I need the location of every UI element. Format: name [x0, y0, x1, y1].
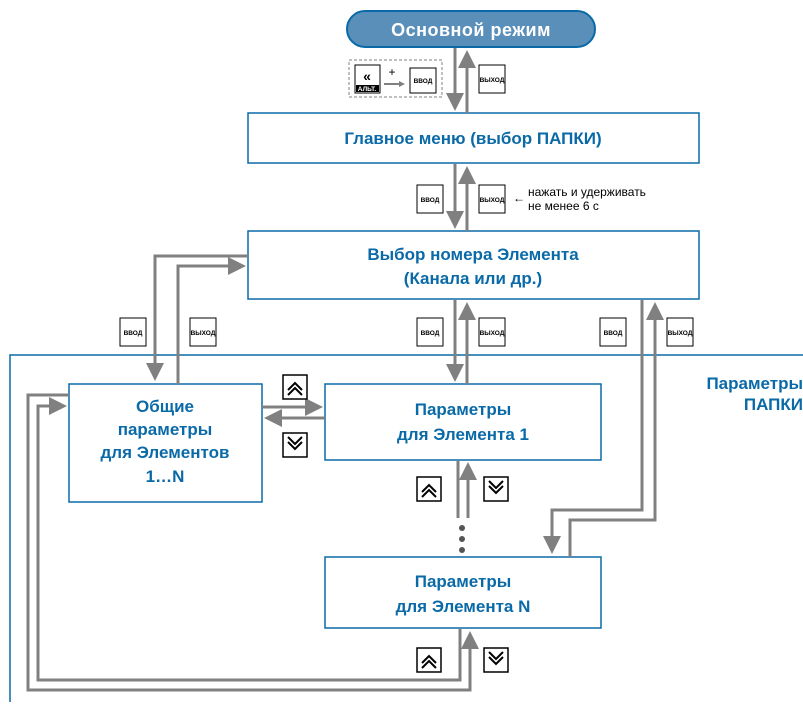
- up-button-element[interactable]: [416, 476, 442, 502]
- exit-button-left[interactable]: ВЫХОД: [189, 317, 217, 347]
- exit-label-mid: ВЫХОД: [480, 197, 505, 204]
- folder-label-line2: ПАПКИ: [744, 395, 803, 414]
- common-params-label-4: 1…N: [146, 467, 185, 486]
- exit-button-mid[interactable]: ВЫХОД: [478, 184, 506, 214]
- enter-label-right: ВВОД: [604, 330, 623, 337]
- alt-enter-combo: « АЛЬТ. + ВВОД: [348, 59, 443, 98]
- enter-button-center[interactable]: ВВОД: [416, 317, 444, 347]
- double-chevron-down-icon: [488, 651, 504, 666]
- select-element-label-1: Выбор номера Элемента: [367, 245, 579, 264]
- combo-enter-label: ВВОД: [414, 78, 433, 85]
- common-params-box[interactable]: Общие параметры для Элементов 1…N: [68, 383, 263, 503]
- enter-label-center: ВВОД: [421, 330, 440, 337]
- exit-button-right[interactable]: ВЫХОД: [666, 317, 694, 347]
- select-element-box[interactable]: Выбор номера Элемента (Канала или др.): [247, 230, 700, 300]
- main-mode-label: Основной режим: [391, 20, 551, 40]
- exit-button-top[interactable]: ВЫХОД: [478, 64, 506, 94]
- alt-label: АЛЬТ.: [358, 86, 377, 93]
- enter-button-left[interactable]: ВВОД: [119, 317, 147, 347]
- folder-label-line1: Параметры: [706, 374, 803, 393]
- enter-label-mid: ВВОД: [421, 197, 440, 204]
- double-chevron-left-icon: «: [363, 68, 371, 84]
- double-chevron-up-icon: [287, 381, 303, 396]
- down-button-common[interactable]: [282, 432, 308, 458]
- plus-sign: +: [388, 65, 395, 79]
- connector-arrows: [26, 48, 664, 692]
- double-chevron-up-icon: [421, 483, 437, 498]
- element1-params-box[interactable]: Параметры для Элемента 1: [324, 383, 602, 461]
- double-chevron-up-icon: [421, 654, 437, 669]
- alt-button[interactable]: « АЛЬТ.: [354, 64, 381, 94]
- common-params-label-1: Общие: [136, 397, 194, 416]
- enter-button-mid[interactable]: ВВОД: [416, 184, 444, 214]
- main-mode-pill[interactable]: Основной режим: [346, 10, 596, 48]
- elementN-label-1: Параметры: [415, 572, 512, 591]
- folder-frame: [9, 354, 803, 702]
- note-line1: нажать и удерживать: [528, 185, 646, 199]
- exit-label-right: ВЫХОД: [668, 330, 693, 337]
- element1-label-1: Параметры: [415, 400, 512, 419]
- combo-enter-button[interactable]: ВВОД: [409, 67, 437, 94]
- main-menu-label: Главное меню (выбор ПАПКИ): [344, 129, 601, 148]
- elementN-label-2: для Элемента N: [396, 597, 531, 616]
- exit-label-center: ВЫХОД: [480, 330, 505, 337]
- note-arrow: ←: [513, 191, 525, 205]
- exit-label-top: ВЫХОД: [480, 77, 505, 84]
- main-menu-box[interactable]: Главное меню (выбор ПАПКИ): [247, 112, 700, 164]
- element1-label-2: для Элемента 1: [397, 425, 529, 444]
- down-button-element[interactable]: [483, 476, 509, 502]
- enter-label-left: ВВОД: [124, 330, 143, 337]
- ellipsis-dots: [459, 525, 465, 553]
- enter-button-right[interactable]: ВВОД: [599, 317, 627, 347]
- exit-button-center[interactable]: ВЫХОД: [478, 317, 506, 347]
- double-chevron-down-icon: [488, 480, 504, 495]
- exit-label-left: ВЫХОД: [191, 330, 216, 337]
- elementN-params-box[interactable]: Параметры для Элемента N: [324, 556, 602, 629]
- common-params-label-2: параметры: [118, 420, 213, 439]
- common-params-label-3: для Элементов: [101, 443, 230, 462]
- up-button-common[interactable]: [282, 374, 308, 400]
- note-line2: не менее 6 с: [528, 199, 599, 213]
- select-element-label-2: (Канала или др.): [404, 269, 542, 288]
- double-chevron-down-icon: [287, 436, 303, 451]
- up-button-bottom[interactable]: [416, 647, 442, 673]
- down-button-bottom[interactable]: [483, 647, 509, 673]
